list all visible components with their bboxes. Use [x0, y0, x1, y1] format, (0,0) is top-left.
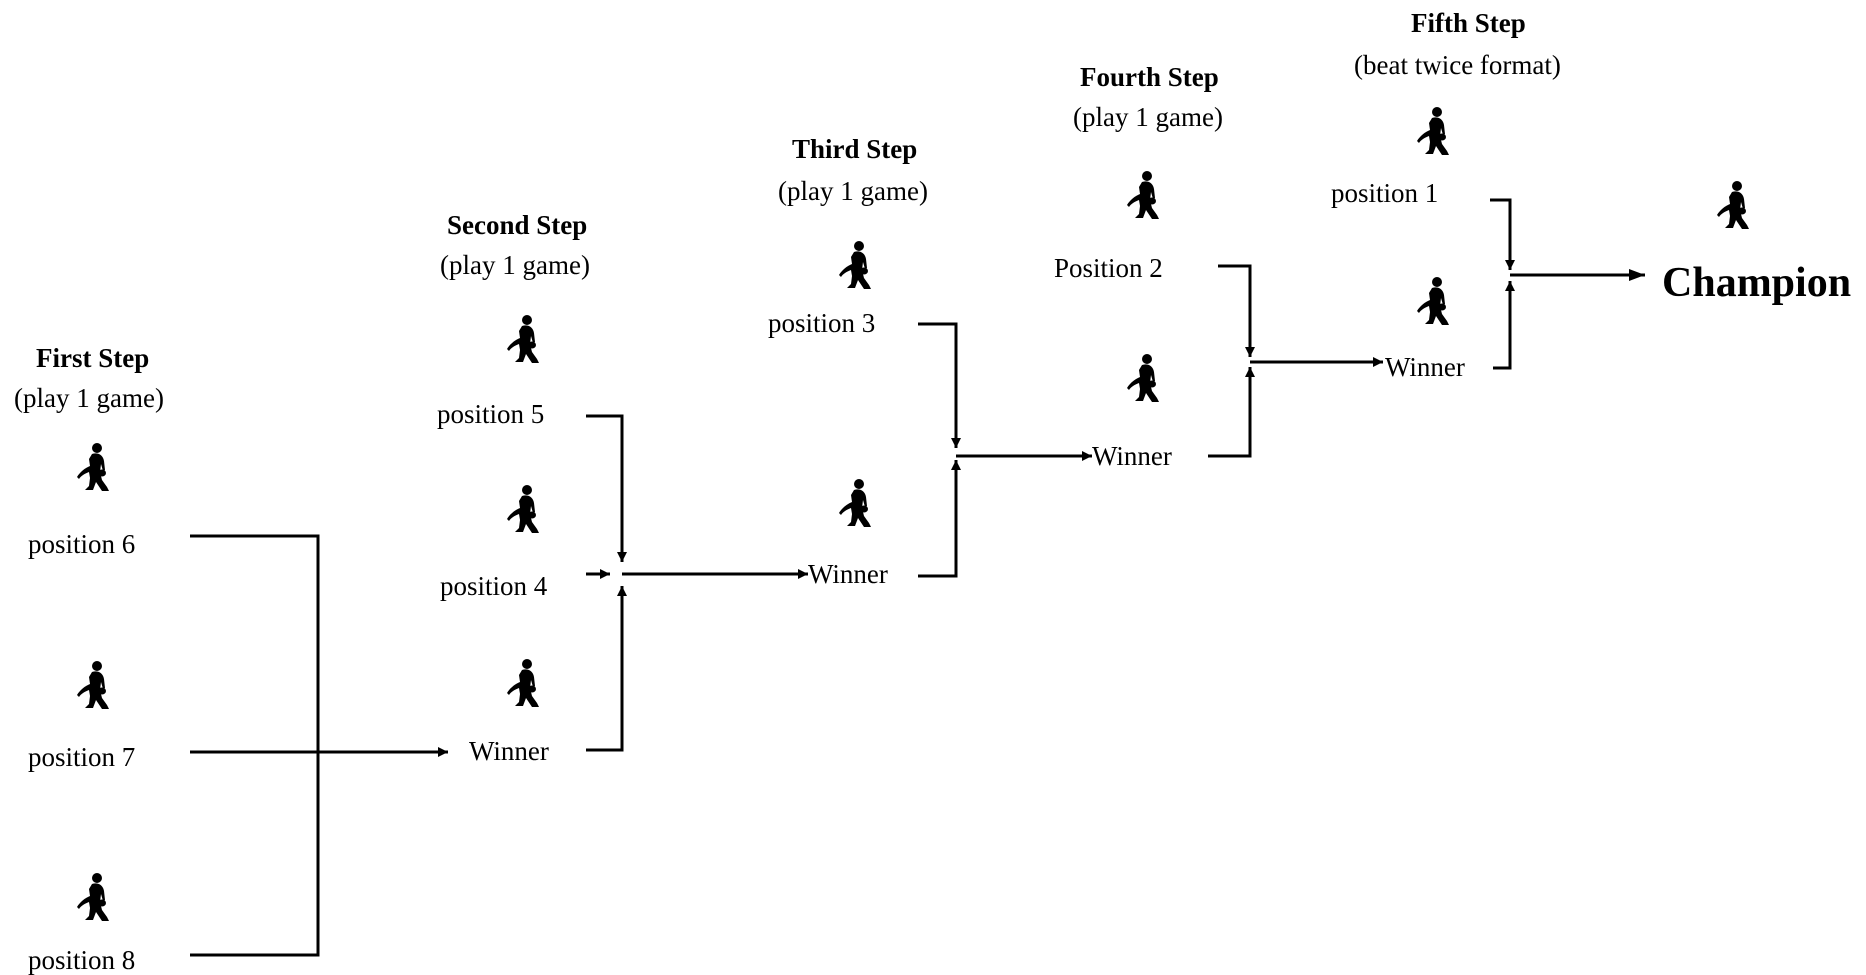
label-position-2: Position 2: [1054, 253, 1163, 283]
step-4-subtitle: (play 1 game): [1073, 102, 1223, 132]
connector-winner-step-1: [586, 586, 627, 752]
step-5-title: Fifth Step: [1411, 8, 1526, 38]
connector-winner-step-2: [918, 460, 961, 578]
champion-label: Champion: [1662, 260, 1852, 306]
connector-winner-step-3: [1208, 367, 1255, 458]
label-position-5: position 5: [437, 399, 545, 429]
label-winner-step-1: Winner: [469, 736, 549, 766]
step-1-subtitle: (play 1 game): [14, 383, 164, 413]
label-winner-step-4: Winner: [1385, 352, 1465, 382]
step-1-title: First Step: [36, 343, 150, 373]
connector-position-1: [1490, 198, 1515, 270]
label-winner-step-3: Winner: [1092, 441, 1172, 471]
step-3-subtitle: (play 1 game): [778, 176, 928, 206]
connector-winner-step-4: [1493, 281, 1515, 370]
step-3-title: Third Step: [792, 134, 918, 164]
step-4-title: Fourth Step: [1080, 62, 1219, 92]
connector-position-3: [918, 322, 961, 448]
label-winner-step-2: Winner: [808, 559, 888, 589]
label-position-6: position 6: [28, 529, 136, 559]
label-position-1: position 1: [1331, 178, 1439, 208]
connector-position-5: [586, 414, 627, 562]
label-position-7: position 7: [28, 742, 136, 772]
step-5-subtitle: (beat twice format): [1354, 50, 1561, 80]
label-position-3: position 3: [768, 308, 876, 338]
step-2-title: Second Step: [447, 210, 588, 240]
label-position-4: position 4: [440, 571, 548, 601]
label-position-8: position 8: [28, 945, 136, 975]
connector-position-6: [190, 534, 320, 957]
connector-position-2: [1218, 264, 1255, 357]
step-2-subtitle: (play 1 game): [440, 250, 590, 280]
